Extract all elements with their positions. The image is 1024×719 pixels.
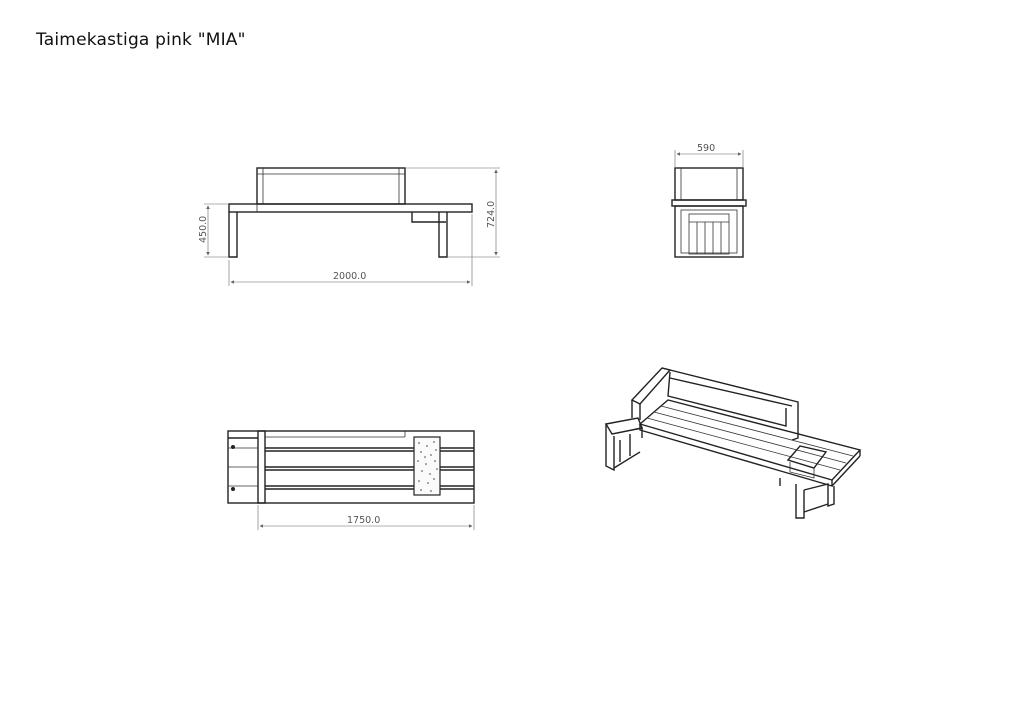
top-view: 1750.0 bbox=[227, 430, 475, 530]
iso-backrest-left bbox=[630, 367, 672, 405]
front-planter bbox=[411, 212, 446, 223]
dim-side-depth: 590 bbox=[697, 143, 715, 154]
dim-front-width: 2000.0 bbox=[333, 271, 366, 282]
front-left-leg bbox=[228, 212, 238, 258]
front-seat bbox=[228, 203, 473, 213]
side-backrest bbox=[674, 167, 744, 201]
dim-front-total-height: 724.0 bbox=[486, 201, 497, 228]
front-view: 2000.0 450.0 724.0 bbox=[198, 167, 500, 286]
drawing-title: Taimekastiga pink "MIA" bbox=[36, 30, 246, 50]
side-planter bbox=[688, 213, 730, 255]
bolt-icon bbox=[231, 487, 235, 491]
dim-top-length: 1750.0 bbox=[347, 515, 380, 526]
bolt-icon bbox=[231, 445, 235, 449]
dim-front-seat-height: 450.0 bbox=[198, 216, 209, 243]
top-backrest bbox=[257, 430, 266, 504]
front-backrest bbox=[256, 167, 406, 205]
side-seat bbox=[671, 199, 747, 207]
side-view: 590 bbox=[671, 143, 747, 258]
front-right-leg bbox=[438, 212, 448, 258]
isometric-view bbox=[604, 367, 862, 519]
iso-planter bbox=[786, 445, 828, 469]
side-frame bbox=[674, 205, 744, 258]
